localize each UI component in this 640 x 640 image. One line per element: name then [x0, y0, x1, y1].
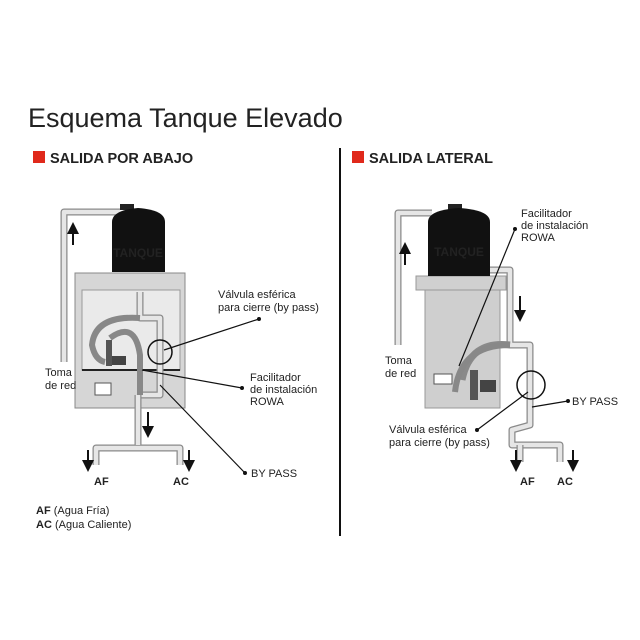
label-af: AF — [520, 476, 535, 488]
label-valvula: Válvula esférica — [218, 289, 297, 301]
label-facilitador: de instalación — [521, 220, 588, 232]
section-heading: SALIDA POR ABAJO — [50, 151, 193, 167]
section-heading: SALIDA LATERAL — [369, 151, 493, 167]
section-salida-por-abajo: SALIDA POR ABAJO TANQUE — [33, 151, 319, 531]
section-marker-icon — [33, 151, 45, 163]
label-facilitador: de instalación — [250, 384, 317, 396]
tank: TANQUE — [112, 204, 165, 272]
valve-highlight — [147, 339, 173, 365]
label-valvula: para cierre (by pass) — [389, 437, 490, 449]
label-valvula: para cierre (by pass) — [218, 302, 319, 314]
tank-label: TANQUE — [434, 245, 484, 259]
label-ac: AC — [557, 476, 573, 488]
section-marker-icon — [352, 151, 364, 163]
valve-highlight — [516, 370, 546, 400]
label-bypass: BY PASS — [251, 468, 297, 480]
label-valvula: Válvula esférica — [389, 424, 468, 436]
outlet-icon — [433, 373, 453, 385]
outlet-icon — [94, 382, 112, 396]
legend-af: AF (Agua Fría) — [36, 505, 109, 517]
label-af: AF — [94, 476, 109, 488]
label-toma-red: Toma — [45, 367, 73, 379]
label-facilitador: ROWA — [521, 232, 555, 244]
label-bypass: BY PASS — [572, 396, 618, 408]
label-facilitador: Facilitador — [521, 208, 572, 220]
tank-label: TANQUE — [113, 246, 163, 260]
section-salida-lateral: SALIDA LATERAL TANQUE Facilitador de ins… — [352, 151, 618, 488]
label-facilitador: Facilitador — [250, 372, 301, 384]
label-toma-red: de red — [45, 380, 76, 392]
legend-ac: AC (Agua Caliente) — [36, 519, 131, 531]
label-facilitador: ROWA — [250, 396, 284, 408]
tank: TANQUE — [428, 204, 490, 276]
label-toma-red: Toma — [385, 355, 413, 367]
label-ac: AC — [173, 476, 189, 488]
label-toma-red: de red — [385, 368, 416, 380]
page-title: Esquema Tanque Elevado — [28, 103, 343, 133]
